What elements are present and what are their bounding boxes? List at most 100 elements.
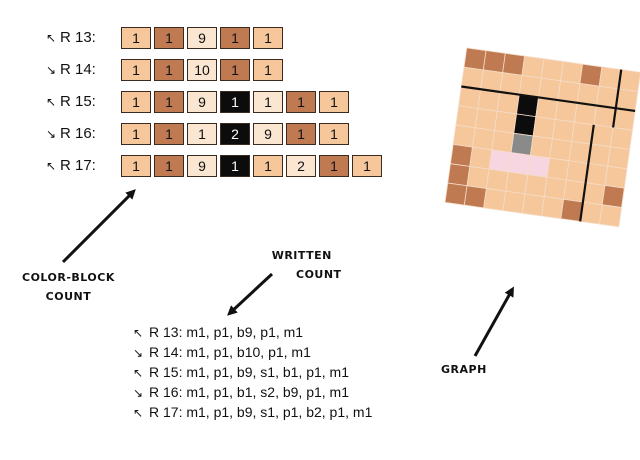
direction-arrow-icon: ↖ <box>133 326 144 340</box>
graph-cell <box>450 143 473 167</box>
graph-row-divider <box>461 85 636 113</box>
note-line: COLOR-BLOCK <box>22 271 115 284</box>
color-block-cell: 2 <box>286 155 316 177</box>
color-block-cell: 9 <box>187 155 217 177</box>
graph-cell <box>604 165 628 189</box>
row-label: ↖R 17: <box>46 157 96 175</box>
graph-cell <box>483 188 507 211</box>
graph-cell <box>607 146 631 170</box>
color-block-cell: 9 <box>187 91 217 113</box>
color-block-cell: 1 <box>253 91 283 113</box>
color-block-cell: 1 <box>253 155 283 177</box>
graph-cell <box>609 127 633 151</box>
written-count-line: ↖R 17: m1, p1, b9, s1, p1, b2, p1, m1 <box>133 403 372 424</box>
note-written-count: WRITTEN COUNT <box>262 246 342 284</box>
color-block-cell: 1 <box>154 27 184 49</box>
color-block-cell: 1 <box>187 123 217 145</box>
pointer-arrow-graph <box>473 286 514 357</box>
row-label: ↘R 14: <box>46 61 96 79</box>
graph-cell <box>543 176 567 200</box>
written-count-text: R 16: m1, p1, b1, s2, b9, p1, m1 <box>149 384 349 400</box>
color-block-cell: 1 <box>220 59 250 81</box>
color-block-cell: 1 <box>121 27 151 49</box>
graph-cell <box>482 50 506 74</box>
row-number: R 17: <box>60 157 96 174</box>
note-graph: GRAPH <box>441 360 487 379</box>
graph-cell <box>541 196 565 220</box>
graph-cell <box>463 185 487 209</box>
written-count-line: ↘ R 16: m1, p1, b1, s2, b9, p1, m1 <box>133 383 349 404</box>
color-block-cell: 1 <box>220 91 250 113</box>
note-line: COUNT <box>45 290 92 303</box>
color-block-cell: 1 <box>121 59 151 81</box>
graph-cell <box>579 63 603 87</box>
color-block-cell: 9 <box>253 123 283 145</box>
pointer-arrow-written <box>227 272 274 316</box>
color-block-cell: 1 <box>220 155 250 177</box>
color-block-cell: 1 <box>154 91 184 113</box>
written-count-line: ↖ R 13: m1, p1, b9, p1, m1 <box>133 323 303 344</box>
graph-column-divider <box>611 69 623 128</box>
graph-cell <box>469 146 493 170</box>
graph-cell <box>549 138 573 162</box>
color-block-cell: 1 <box>121 155 151 177</box>
color-block-cell: 1 <box>253 59 283 81</box>
graph-cell <box>444 182 468 206</box>
graph-cell <box>599 204 622 228</box>
note-line: COUNT <box>296 268 342 281</box>
color-block-cell: 1 <box>319 155 349 177</box>
direction-arrow-icon: ↘ <box>133 386 144 400</box>
row-label: ↘R 16: <box>46 125 96 143</box>
graph-cell <box>472 127 495 151</box>
color-block-cell: 1 <box>154 123 184 145</box>
row-number: R 14: <box>60 61 96 78</box>
row-number: R 15: <box>60 93 96 110</box>
direction-arrow-icon: ↖ <box>46 159 57 173</box>
written-count-line: ↘ R 14: m1, p1, b10, p1, m1 <box>133 343 311 364</box>
written-count-line: ↖R 15: m1, p1, b9, s1, b1, p1, m1 <box>133 363 349 384</box>
row-label: ↖R 15: <box>46 93 96 111</box>
graph-cell <box>521 193 545 217</box>
direction-arrow-icon: ↖ <box>46 31 57 45</box>
color-block-cell: 1 <box>286 123 316 145</box>
graph-cell <box>507 152 531 176</box>
graph-cell <box>551 118 575 142</box>
direction-arrow-icon: ↘ <box>133 346 144 360</box>
graph-cell <box>485 168 509 192</box>
color-block-cell: 1 <box>319 91 349 113</box>
note-line: WRITTEN <box>271 249 332 262</box>
color-block-cell: 1 <box>121 91 151 113</box>
graph-cell <box>505 171 529 195</box>
row-number: R 13: <box>60 29 96 46</box>
note-line: GRAPH <box>441 363 487 376</box>
graph-cell <box>510 132 534 156</box>
written-count-text: R 14: m1, p1, b10, p1, m1 <box>149 344 311 360</box>
graph-cell <box>447 163 471 187</box>
graph-cell <box>532 116 556 140</box>
color-block-cell: 1 <box>154 155 184 177</box>
knitting-graph <box>444 47 640 228</box>
written-count-text: R 15: m1, p1, b9, s1, b1, p1, m1 <box>149 364 349 380</box>
graph-cell <box>560 61 584 84</box>
direction-arrow-icon: ↘ <box>46 127 57 141</box>
graph-cell <box>502 52 526 76</box>
graph-cell <box>601 185 625 208</box>
direction-arrow-icon: ↘ <box>46 63 57 77</box>
color-block-cell: 1 <box>319 123 349 145</box>
color-block-cell: 10 <box>187 59 217 81</box>
graph-cell <box>452 124 476 148</box>
color-block-cell: 2 <box>220 123 250 145</box>
graph-cell <box>466 166 490 189</box>
row-number: R 16: <box>60 125 96 142</box>
row-label: ↖R 13: <box>46 29 96 47</box>
written-count-text: R 17: m1, p1, b9, s1, p1, b2, p1, m1 <box>149 404 373 420</box>
color-block-cell: 9 <box>187 27 217 49</box>
graph-cell <box>491 130 515 154</box>
written-count-text: R 13: m1, p1, b9, p1, m1 <box>149 324 304 340</box>
graph-cell <box>488 149 512 173</box>
